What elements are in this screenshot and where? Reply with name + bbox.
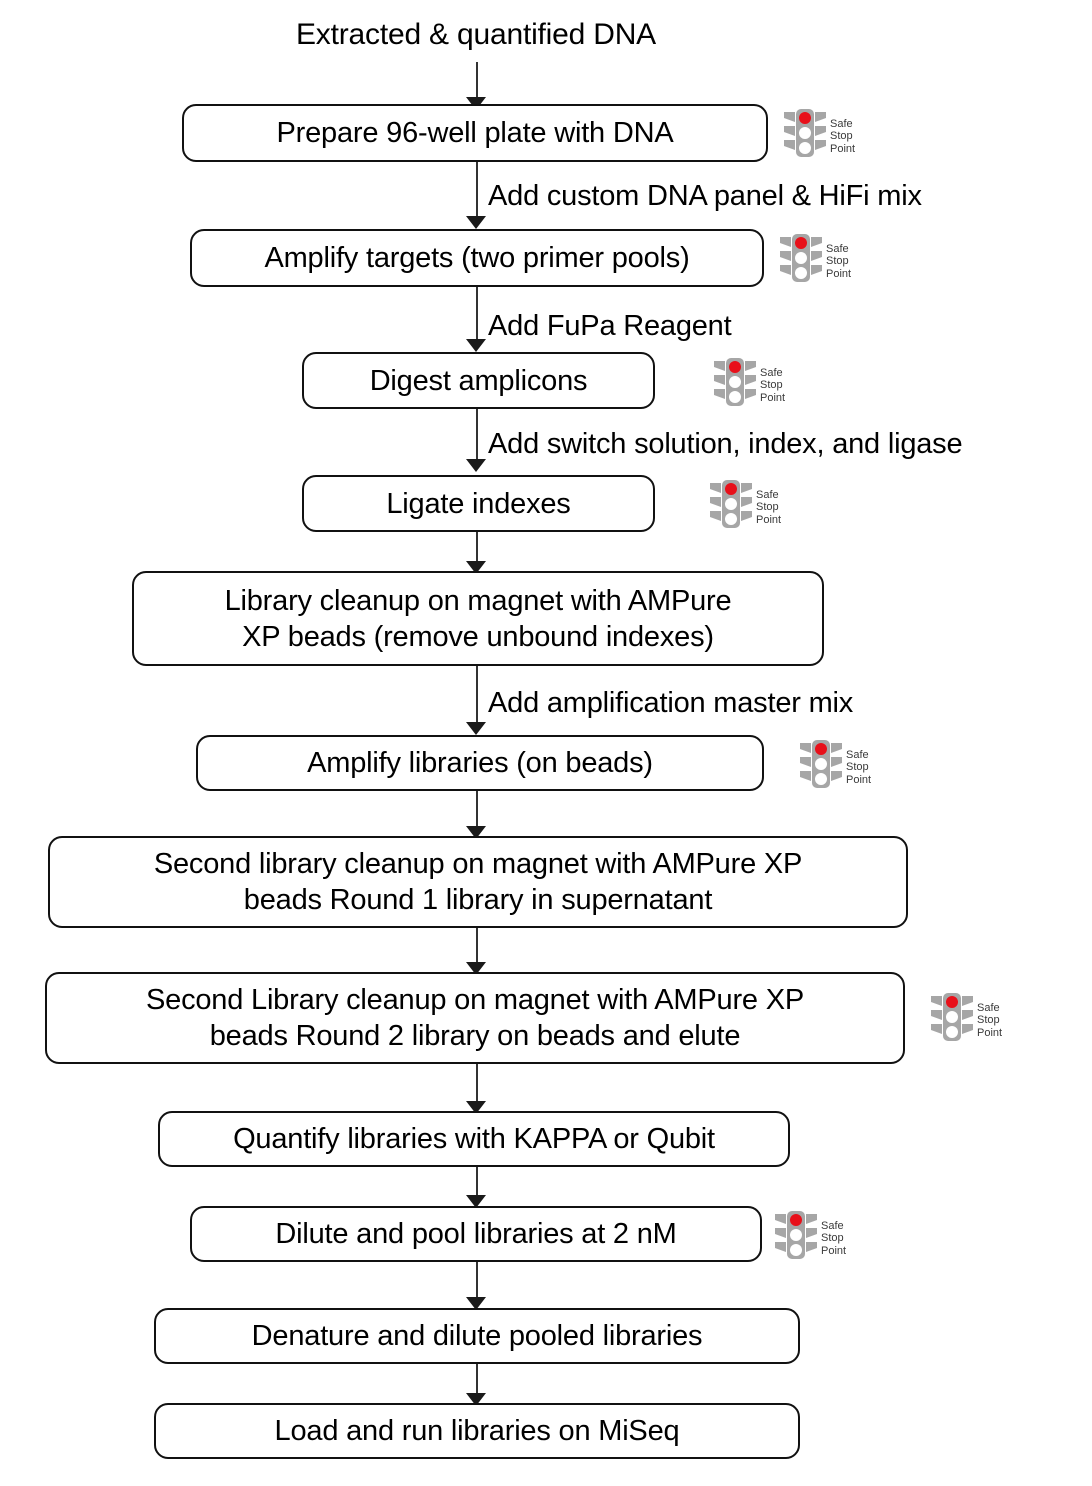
safe-stop-point-marker-6: Safe Stop Point xyxy=(800,739,871,796)
safe-stop-point-marker-1: Safe Stop Point xyxy=(784,108,855,165)
traffic-light-icon xyxy=(775,1210,817,1267)
traffic-light-icon xyxy=(931,992,973,1049)
node-label: Prepare 96-well plate with DNA xyxy=(276,117,674,149)
connector-n11-n12 xyxy=(476,1364,478,1400)
node-label: Ligate indexes xyxy=(386,487,571,520)
stop-line: Stop xyxy=(760,379,783,392)
edge-label-add-switch-solution: Add switch solution, index, and ligase xyxy=(488,428,963,460)
stop-line: Stop xyxy=(821,1232,844,1245)
node-label: Second Library cleanup on magnet with AM… xyxy=(146,984,804,1052)
safe-line: Safe xyxy=(977,1001,1000,1014)
arrowhead-n11-n12 xyxy=(466,1393,486,1406)
traffic-light-icon xyxy=(784,108,826,165)
connector-n1-n2 xyxy=(476,162,478,222)
arrowhead-n2-n3 xyxy=(466,339,486,352)
node-second-library-cleanup-round2[interactable]: Second Library cleanup on magnet with AM… xyxy=(45,972,905,1064)
safe-stop-point-text: Safe Stop Point xyxy=(830,118,855,156)
traffic-light-icon xyxy=(800,739,842,796)
safe-stop-point-text: Safe Stop Point xyxy=(756,489,781,527)
node-label: Amplify targets (two primer pools) xyxy=(264,242,690,274)
connector-n6-n7 xyxy=(476,791,478,833)
safe-stop-point-text: Safe Stop Point xyxy=(977,1002,1002,1040)
arrowhead-n6-n7 xyxy=(466,826,486,839)
edge-label-add-fupa-reagent: Add FuPa Reagent xyxy=(488,310,732,342)
safe-stop-point-marker-4: Safe Stop Point xyxy=(710,479,781,536)
node-label: Quantify libraries with KAPPA or Qubit xyxy=(233,1123,715,1155)
arrowhead-n8-n9 xyxy=(466,1101,486,1114)
node-dilute-and-pool-libraries[interactable]: Dilute and pool libraries at 2 nM xyxy=(190,1206,762,1262)
node-library-cleanup-ampure[interactable]: Library cleanup on magnet with AMPure XP… xyxy=(132,571,824,666)
edge-label-add-custom-dna-panel: Add custom DNA panel & HiFi mix xyxy=(488,180,922,212)
connector-n8-n9 xyxy=(476,1064,478,1109)
point-line: Point xyxy=(826,267,852,280)
arrowhead-n1-n2 xyxy=(466,216,486,229)
node-label: Dilute and pool libraries at 2 nM xyxy=(275,1218,677,1250)
safe-line: Safe xyxy=(756,488,779,501)
traffic-light-icon xyxy=(780,233,822,290)
safe-line: Safe xyxy=(826,242,849,255)
stop-line: Stop xyxy=(830,130,853,143)
node-label: Second library cleanup on magnet with AM… xyxy=(153,848,803,916)
start-label: Extracted & quantified DNA xyxy=(296,18,656,51)
node-load-and-run-libraries-miseq[interactable]: Load and run libraries on MiSeq xyxy=(154,1403,800,1459)
node-label: Load and run libraries on MiSeq xyxy=(274,1415,680,1447)
safe-stop-point-marker-3: Safe Stop Point xyxy=(714,357,785,414)
node-digest-amplicons[interactable]: Digest amplicons xyxy=(302,352,655,409)
stop-line: Stop xyxy=(977,1014,1000,1027)
arrowhead-n10-n11 xyxy=(466,1297,486,1310)
point-line: Point xyxy=(760,391,786,404)
stop-line: Stop xyxy=(756,501,779,514)
edge-label-add-amplification-master-mix: Add amplification master mix xyxy=(488,687,854,719)
connector-n7-n8 xyxy=(476,928,478,970)
arrowhead-n7-n8 xyxy=(466,962,486,975)
safe-line: Safe xyxy=(846,748,869,761)
traffic-light-icon xyxy=(710,479,752,536)
node-prepare-96-well-plate[interactable]: Prepare 96-well plate with DNA xyxy=(182,104,768,162)
connector-n3-n4 xyxy=(476,409,478,465)
connector-start-n1 xyxy=(476,62,478,102)
arrowhead-n5-n6 xyxy=(466,722,486,735)
node-label: Digest amplicons xyxy=(369,364,588,397)
node-label: Denature and dilute pooled libraries xyxy=(251,1320,703,1352)
traffic-light-icon xyxy=(714,357,756,414)
node-amplify-libraries-on-beads[interactable]: Amplify libraries (on beads) xyxy=(196,735,764,791)
connector-n9-n10 xyxy=(476,1167,478,1202)
node-ligate-indexes[interactable]: Ligate indexes xyxy=(302,475,655,532)
safe-stop-point-text: Safe Stop Point xyxy=(826,243,851,281)
safe-stop-point-marker-2: Safe Stop Point xyxy=(780,233,851,290)
safe-line: Safe xyxy=(821,1219,844,1232)
node-label: Library cleanup on magnet with AMPure XP… xyxy=(224,584,732,653)
safe-line: Safe xyxy=(760,366,783,379)
safe-stop-point-text: Safe Stop Point xyxy=(846,749,871,787)
safe-stop-point-text: Safe Stop Point xyxy=(821,1220,846,1258)
safe-stop-point-text: Safe Stop Point xyxy=(760,367,785,405)
connector-n2-n3 xyxy=(476,287,478,345)
arrowhead-n4-n5 xyxy=(466,561,486,574)
safe-stop-point-marker-8: Safe Stop Point xyxy=(931,992,1002,1049)
node-amplify-targets[interactable]: Amplify targets (two primer pools) xyxy=(190,229,764,287)
safe-stop-point-marker-10: Safe Stop Point xyxy=(775,1210,846,1267)
node-second-library-cleanup-round1[interactable]: Second library cleanup on magnet with AM… xyxy=(48,836,908,928)
connector-n10-n11 xyxy=(476,1262,478,1304)
arrowhead-n3-n4 xyxy=(466,459,486,472)
safe-line: Safe xyxy=(830,117,853,130)
point-line: Point xyxy=(977,1026,1003,1039)
point-line: Point xyxy=(821,1244,847,1257)
point-line: Point xyxy=(756,513,782,526)
node-quantify-libraries[interactable]: Quantify libraries with KAPPA or Qubit xyxy=(158,1111,790,1167)
stop-line: Stop xyxy=(826,255,849,268)
node-denature-and-dilute-pooled-libraries[interactable]: Denature and dilute pooled libraries xyxy=(154,1308,800,1364)
point-line: Point xyxy=(830,142,856,155)
point-line: Point xyxy=(846,773,872,786)
connector-n5-n6 xyxy=(476,666,478,728)
stop-line: Stop xyxy=(846,761,869,774)
node-label: Amplify libraries (on beads) xyxy=(307,747,653,779)
arrowhead-n9-n10 xyxy=(466,1195,486,1208)
connector-n4-n5 xyxy=(476,532,478,568)
